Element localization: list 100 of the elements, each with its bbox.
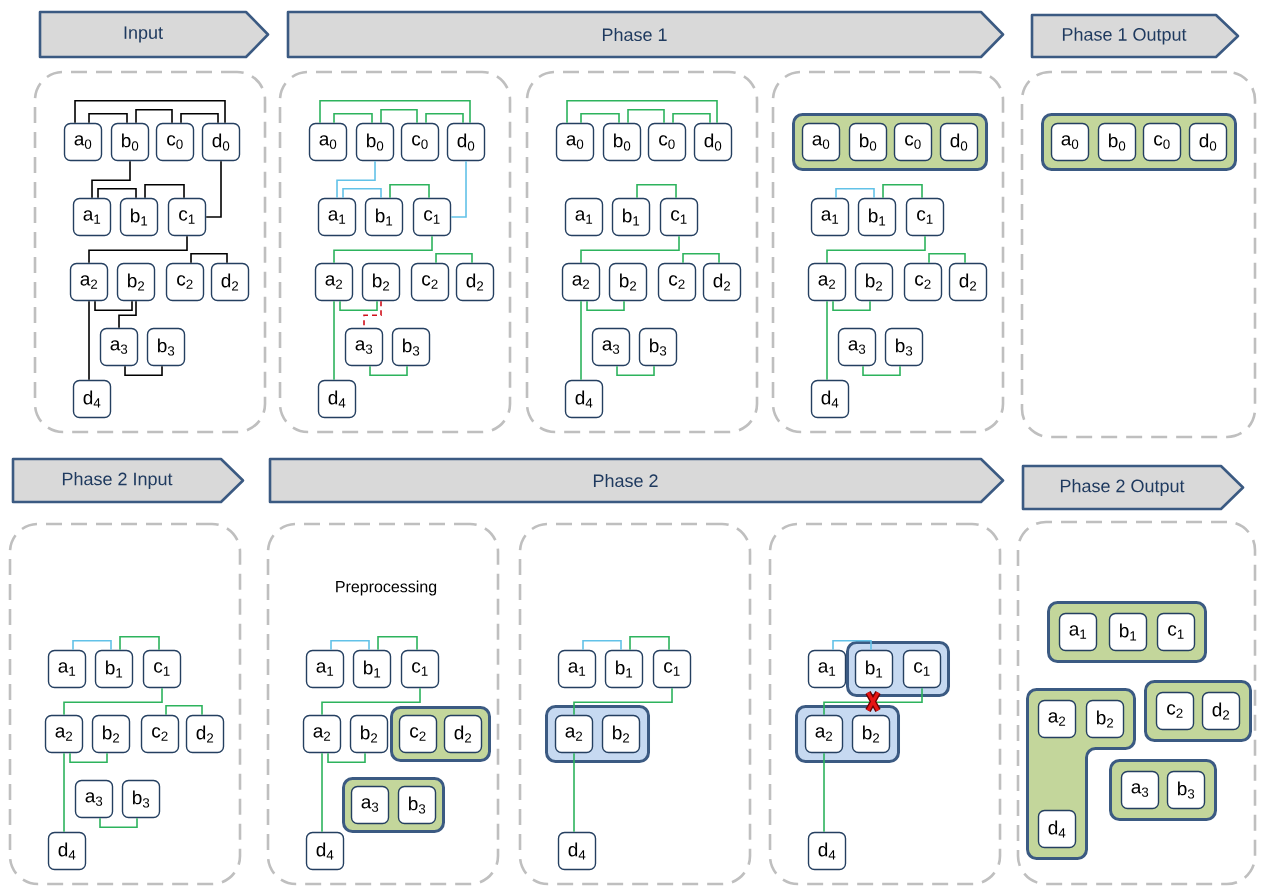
variable-box: d$_{0}$ — [693, 122, 733, 162]
variable-box: b$_{2}$ — [851, 714, 891, 754]
variable-box: a$_{2}$ — [69, 262, 109, 302]
connector-line — [823, 687, 923, 716]
variable-box: d$_{2}$ — [455, 262, 495, 302]
variable-box: d$_{2}$ — [210, 262, 250, 302]
variable-box: d$_{0}$ — [939, 122, 979, 162]
variable-box: a$_{3}$ — [344, 327, 384, 367]
variable-box: a$_{2}$ — [314, 262, 354, 302]
connector-line — [882, 184, 923, 199]
variable-box: d$_{0}$ — [1188, 122, 1228, 162]
variable-box: a$_{1}$ — [317, 197, 357, 237]
variable-box: d$_{4}$ — [557, 831, 597, 871]
connector-line — [94, 300, 133, 311]
connector-line — [580, 113, 620, 124]
connector-line — [97, 188, 137, 199]
connector-line — [377, 636, 418, 651]
connector-line — [580, 235, 680, 264]
variable-box: d$_{4}$ — [810, 379, 850, 419]
variable-box: a$_{3}$ — [837, 327, 877, 367]
chevron-header: Phase 1 — [286, 10, 1005, 59]
variable-box: b$_{2}$ — [361, 262, 401, 302]
connector-line — [165, 705, 203, 716]
variable-box: a$_{2}$ — [1037, 699, 1077, 739]
variable-box: b$_{1}$ — [857, 197, 897, 237]
connector-line — [636, 184, 677, 199]
dashed-panel — [771, 70, 1005, 434]
variable-box: b$_{2}$ — [854, 262, 894, 302]
connector-line — [582, 640, 622, 651]
variable-box: b$_{3}$ — [397, 785, 437, 825]
connector-line — [586, 300, 625, 311]
connector-line — [190, 253, 228, 264]
connector-line — [330, 640, 370, 651]
variable-box: b$_{2}$ — [91, 714, 131, 754]
connector-line — [63, 687, 163, 716]
connector-line — [672, 113, 711, 124]
connector-line — [435, 253, 473, 264]
dashed-panel — [266, 522, 500, 886]
variable-box: a$_{0}$ — [555, 122, 595, 162]
variable-box: c$_{2}$ — [140, 714, 180, 754]
variable-box: a$_{1}$ — [1058, 612, 1098, 652]
variable-box: b$_{2}$ — [608, 262, 648, 302]
connector-line — [835, 188, 875, 199]
connector-line — [119, 636, 160, 651]
variable-box: a$_{2}$ — [804, 714, 844, 754]
connector-line — [832, 300, 871, 311]
connector-line — [180, 113, 219, 124]
variable-box: c$_{2}$ — [398, 714, 438, 754]
dashed-panel — [768, 522, 1002, 886]
variable-box: d$_{2}$ — [443, 714, 483, 754]
variable-box: c$_{0}$ — [1142, 122, 1182, 162]
variable-box: a$_{2}$ — [302, 714, 342, 754]
variable-box: d$_{2}$ — [1201, 691, 1241, 731]
connector-line — [826, 235, 926, 264]
variable-box: a$_{0}$ — [1050, 122, 1090, 162]
variable-box: a$_{3}$ — [350, 785, 390, 825]
chevron-header: Phase 1 Output — [1030, 13, 1240, 59]
dashed-panel — [33, 70, 267, 434]
variable-box: b$_{3}$ — [146, 327, 186, 367]
variable-box: d$_{4}$ — [807, 831, 847, 871]
variable-box: a$_{2}$ — [807, 262, 847, 302]
variable-box: c$_{2}$ — [657, 262, 697, 302]
variable-box: b$_{2}$ — [601, 714, 641, 754]
connector-line — [72, 640, 112, 651]
variable-box: b$_{1}$ — [604, 649, 644, 689]
connector-line — [566, 100, 718, 124]
dashed-panel — [525, 70, 759, 434]
variable-box: d$_{0}$ — [446, 122, 486, 162]
connector-line — [369, 365, 408, 376]
connector-line — [91, 160, 131, 199]
variable-box: c$_{1}$ — [167, 197, 207, 237]
variable-box: c$_{1}$ — [142, 649, 182, 689]
variable-box: c$_{1}$ — [652, 649, 692, 689]
variable-box: b$_{0}$ — [110, 122, 150, 162]
variable-box: a$_{3}$ — [1120, 770, 1160, 810]
variable-box: a$_{0}$ — [308, 122, 348, 162]
variable-box: a$_{2}$ — [554, 714, 594, 754]
connector-line — [450, 160, 467, 218]
variable-box: a$_{3}$ — [74, 779, 114, 819]
chevron-header: Input — [38, 10, 270, 59]
variable-box: a$_{3}$ — [99, 327, 139, 367]
connector-line — [88, 113, 128, 124]
variable-box: a$_{1}$ — [807, 649, 847, 689]
connector-line — [124, 365, 163, 376]
variable-box: b$_{3}$ — [1166, 770, 1206, 810]
connector-line — [339, 300, 378, 311]
variable-box: b$_{2}$ — [1085, 699, 1125, 739]
variable-box: b$_{0}$ — [1097, 122, 1137, 162]
variable-box: b$_{1}$ — [94, 649, 134, 689]
variable-box: b$_{3}$ — [638, 327, 678, 367]
variable-box: c$_{1}$ — [1156, 612, 1196, 652]
variable-box: b$_{0}$ — [602, 122, 642, 162]
connector-line — [321, 752, 323, 833]
variable-box: b$_{1}$ — [611, 197, 651, 237]
variable-box: a$_{2}$ — [44, 714, 84, 754]
variable-box: c$_{2}$ — [1155, 691, 1195, 731]
connector-line — [862, 365, 901, 376]
variable-box: a$_{1}$ — [47, 649, 87, 689]
step-label: Preprocessing — [336, 580, 437, 596]
variable-box: c$_{2}$ — [410, 262, 450, 302]
